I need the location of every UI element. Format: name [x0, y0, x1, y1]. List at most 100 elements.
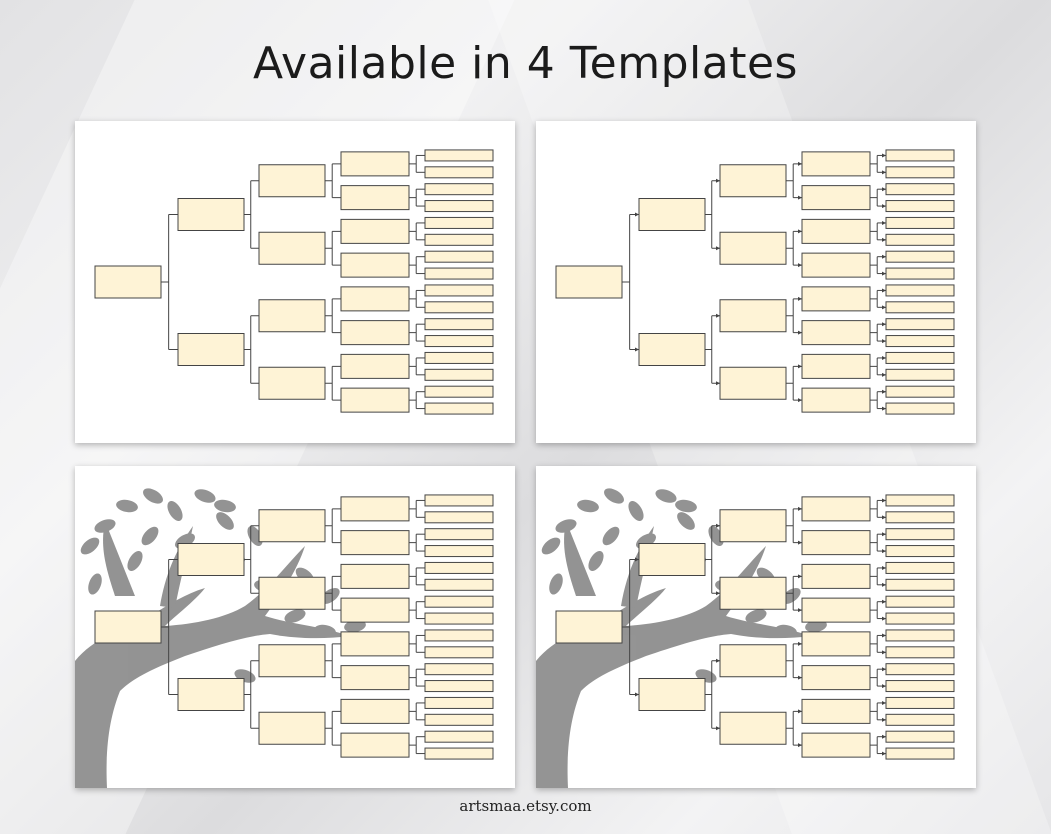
arrow-head [882, 650, 886, 655]
arrow-head [882, 220, 886, 225]
person-box [719, 231, 787, 265]
person-box [340, 387, 410, 413]
person-box [424, 595, 494, 608]
arrow-head [882, 254, 886, 259]
person-box [719, 509, 787, 543]
arrow-head [882, 372, 886, 377]
arrow-head [798, 229, 802, 234]
shop-url: artsmaa.etsy.com [459, 797, 592, 815]
arrow-head [882, 616, 886, 621]
person-box [885, 149, 955, 162]
arrow-head [882, 684, 886, 689]
person-box [885, 612, 955, 625]
tree-trunk [75, 546, 350, 788]
person-box [424, 545, 494, 558]
tree-branch [564, 521, 596, 596]
arrow-head [635, 692, 639, 697]
person-box [801, 286, 871, 312]
person-box [258, 576, 326, 610]
leaf-shape [602, 526, 620, 546]
leaf-shape [116, 499, 138, 513]
arrow-head [798, 263, 802, 268]
person-box [424, 250, 494, 263]
leaf-shape [80, 537, 100, 555]
person-box [424, 561, 494, 574]
arrow-head [798, 398, 802, 403]
person-box [801, 353, 871, 379]
person-box [424, 335, 494, 348]
person-box [424, 494, 494, 507]
person-box [719, 366, 787, 400]
person-box [801, 631, 871, 657]
person-box [424, 696, 494, 709]
arrow-head [798, 296, 802, 301]
template-plain-arrows[interactable] [536, 121, 976, 443]
person-box [424, 528, 494, 541]
leaf-shape [194, 489, 216, 503]
person-box [424, 511, 494, 524]
person-box [94, 610, 162, 644]
person-box [424, 301, 494, 314]
leaf-shape [775, 624, 797, 638]
tree-trunk [536, 546, 811, 788]
person-box [340, 286, 410, 312]
person-box [424, 318, 494, 331]
person-box [258, 299, 326, 333]
arrow-head [798, 330, 802, 335]
arrow-head [882, 406, 886, 411]
person-box [719, 164, 787, 198]
arrow-head [716, 658, 720, 663]
leaf-shape [745, 609, 767, 623]
person-box [638, 333, 706, 366]
person-box [885, 713, 955, 726]
person-box [424, 233, 494, 246]
person-box [340, 218, 410, 244]
arrow-head [882, 204, 886, 209]
leaf-shape [555, 519, 577, 533]
person-box [424, 612, 494, 625]
leaf-shape [167, 501, 183, 521]
leaf-shape [604, 488, 624, 504]
person-box [885, 233, 955, 246]
person-box [555, 265, 623, 299]
person-box [424, 216, 494, 229]
arrow-head [882, 305, 886, 310]
person-box [885, 646, 955, 659]
person-box [94, 265, 162, 299]
person-box [638, 678, 706, 711]
template-tree[interactable] [75, 466, 515, 788]
person-box [801, 387, 871, 413]
person-box [340, 732, 410, 758]
person-box [885, 301, 955, 314]
arrow-head [882, 288, 886, 293]
person-box [885, 216, 955, 229]
person-box [424, 183, 494, 196]
person-box [424, 578, 494, 591]
person-box [258, 366, 326, 400]
arrow-head [882, 355, 886, 360]
leaf-shape [141, 526, 159, 546]
person-box [177, 333, 245, 366]
leaf-shape [675, 499, 697, 513]
leaf-shape [577, 499, 599, 513]
leaf-shape [344, 619, 366, 633]
arrow-head [635, 347, 639, 352]
leaf-shape [314, 624, 336, 638]
person-box [340, 631, 410, 657]
person-box [801, 698, 871, 724]
leaf-shape [143, 488, 163, 504]
arrow-head [882, 339, 886, 344]
template-plain[interactable] [75, 121, 515, 443]
arrow-head [882, 515, 886, 520]
person-box [424, 351, 494, 364]
family-tree-chart [94, 149, 494, 415]
person-box [340, 597, 410, 623]
arrow-head [798, 641, 802, 646]
template-tree-arrows[interactable] [536, 466, 976, 788]
person-box [885, 335, 955, 348]
person-box [424, 629, 494, 642]
leaf-shape [88, 573, 102, 595]
person-box [424, 368, 494, 381]
person-box [885, 284, 955, 297]
leaf-shape [284, 609, 306, 623]
